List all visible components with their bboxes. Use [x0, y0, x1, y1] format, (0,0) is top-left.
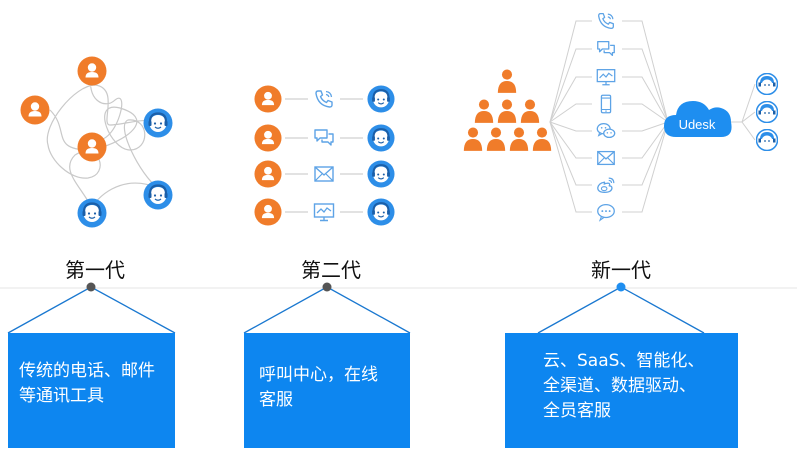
- customer-crowd: [463, 69, 552, 151]
- gen1-description-line: 等通讯工具: [19, 386, 104, 406]
- agent-icon: [143, 180, 173, 210]
- chat-icon: [597, 41, 615, 57]
- gen3-description-line: 全渠道、数据驱动、: [543, 376, 696, 396]
- gen3-description-line: 全员客服: [543, 401, 611, 421]
- wechat-icon: [596, 123, 616, 139]
- gen1-title: 第一代: [65, 258, 125, 282]
- cloud-icon: [664, 101, 732, 137]
- channel-column: [596, 13, 616, 221]
- message-icon: [597, 204, 615, 221]
- person-icon: [463, 127, 483, 151]
- agent-group: [756, 73, 778, 151]
- agent-icon: [367, 124, 395, 152]
- timeline-dot: [86, 282, 96, 292]
- gen2-row: [254, 198, 395, 226]
- person-icon: [486, 127, 506, 151]
- person-icon: [77, 56, 107, 86]
- tangled-line: [46, 71, 159, 210]
- person-icon: [254, 85, 282, 113]
- person-icon: [532, 127, 552, 151]
- person-icon: [254, 198, 282, 226]
- weibo-icon: [597, 177, 615, 193]
- person-icon: [254, 124, 282, 152]
- phone-icon: [598, 13, 614, 29]
- mail-icon: [314, 166, 334, 182]
- timeline-dot-active: [616, 282, 626, 292]
- udesk-cloud: Udesk: [664, 101, 732, 137]
- gen2-description-box: 呼叫中心，在线 客服: [244, 333, 410, 448]
- agent-icon: [77, 198, 107, 228]
- gen1-description-box: 传统的电话、邮件 等通讯工具: [8, 333, 175, 448]
- timeline-dot: [322, 282, 332, 292]
- agent-icon: [367, 198, 395, 226]
- person-icon: [254, 160, 282, 188]
- cloud-label: Udesk: [679, 117, 716, 132]
- agent-icon: [756, 129, 778, 151]
- mail-icon: [597, 150, 615, 166]
- connectors: [7, 286, 705, 334]
- person-icon: [497, 69, 517, 93]
- gen2-title: 第二代: [301, 258, 361, 282]
- gen2-description-line: 呼叫中心，在线: [259, 365, 378, 385]
- agent-icon: [143, 108, 173, 138]
- agent-icon: [756, 101, 778, 123]
- agent-icon: [367, 85, 395, 113]
- person-icon: [520, 99, 540, 123]
- person-icon: [497, 99, 517, 123]
- gen2-row: [254, 160, 395, 188]
- agent-icon: [756, 73, 778, 95]
- gen1-illustration: [20, 56, 173, 228]
- gen3-description-box: 云、SaaS、智能化、 全渠道、数据驱动、 全员客服: [505, 333, 738, 448]
- gen2-row: [254, 85, 395, 113]
- person-icon: [509, 127, 529, 151]
- gen3-title: 新一代: [591, 258, 651, 282]
- gen3-illustration: Udesk: [463, 13, 778, 221]
- gen1-description-line: 传统的电话、邮件: [19, 361, 155, 381]
- gen2-illustration: [254, 85, 395, 226]
- chat-icon: [314, 129, 334, 146]
- person-icon: [20, 95, 50, 125]
- person-icon: [77, 132, 107, 162]
- fan-lines-left: [549, 20, 756, 213]
- screen-icon: [596, 69, 616, 86]
- gen2-description-line: 客服: [259, 390, 293, 410]
- phone-icon: [315, 90, 333, 108]
- mobile-icon: [600, 94, 612, 114]
- gen2-row: [254, 124, 395, 152]
- screen-icon: [313, 203, 335, 222]
- person-icon: [474, 99, 494, 123]
- gen3-description-line: 云、SaaS、智能化、: [543, 351, 705, 371]
- agent-icon: [367, 160, 395, 188]
